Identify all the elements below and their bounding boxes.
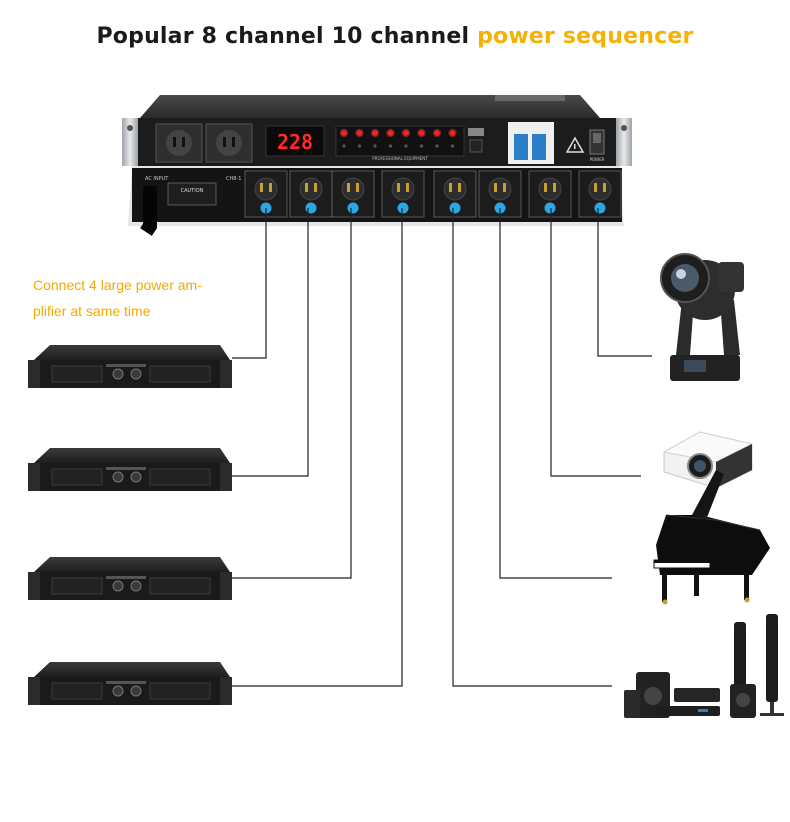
moving-head-stage-light: [660, 253, 744, 381]
rear-sockets: [244, 170, 622, 218]
wire-channel-6: [499, 208, 612, 579]
caption-line-1: Connect 4 large power am-: [33, 277, 202, 293]
channel-led-4: [386, 128, 395, 148]
socket-connector-dot: [305, 202, 317, 214]
channel-led-7: [432, 128, 442, 148]
rear-socket-6: [478, 170, 522, 218]
home-theater-speaker-system: [624, 614, 784, 718]
channel-led-3: [370, 128, 380, 148]
rack-ear-right: [616, 118, 632, 166]
warning-icon: [565, 136, 585, 153]
title-main: Popular 8 channel 10 channel: [96, 24, 478, 49]
title-highlight: power sequencer: [477, 24, 694, 49]
front-socket-1: [155, 123, 203, 163]
socket-connector-dot: [544, 202, 556, 214]
power-amplifier-2: [28, 448, 232, 491]
channel-led-5: [401, 128, 411, 148]
ac-input-cable: [140, 186, 157, 236]
breaker-switch-2: [532, 134, 546, 160]
wires: [232, 208, 652, 687]
wire-channel-5: [452, 208, 612, 687]
rear-socket-7: [528, 170, 572, 218]
channel-led-1: [339, 128, 349, 148]
wire-channel-8: [597, 208, 652, 357]
channel-led-8: [448, 128, 457, 148]
amplifiers: [28, 345, 232, 705]
socket-connector-dot: [449, 202, 461, 214]
channel-indicators: [339, 128, 457, 148]
socket-connector-dot: [594, 202, 606, 214]
front-socket-2: [205, 123, 253, 163]
page-title: Popular 8 channel 10 channel power seque…: [0, 24, 790, 49]
power-amplifier-3: [28, 557, 232, 600]
wire-channel-3: [232, 208, 352, 579]
caption: Connect 4 large power am- plifier at sam…: [33, 272, 253, 324]
rear-socket-2: [289, 170, 333, 218]
channel-led-6: [417, 128, 426, 148]
caution-plate: [167, 182, 217, 206]
sequencer-top-lid: [140, 95, 600, 118]
grand-piano: [653, 470, 770, 605]
power-sequencer: 228 PROFESSIONAL EQUIPMENT POWER AC INPU…: [122, 95, 632, 236]
rear-socket-3: [331, 170, 375, 218]
caption-line-2: plifier at same time: [33, 303, 151, 319]
wire-channel-7: [550, 208, 641, 477]
ac-input-label: AC INPUT: [145, 176, 169, 182]
channel-label: CH8-1: [226, 176, 241, 182]
power-label: POWER: [590, 157, 605, 162]
front-brand-label: PROFESSIONAL EQUIPMENT: [372, 156, 428, 161]
wire-channel-2: [232, 208, 309, 477]
wire-channel-1: [232, 208, 267, 359]
rear-socket-8: [578, 170, 622, 218]
rear-socket-4: [381, 170, 425, 218]
power-amplifier-1: [28, 345, 232, 388]
wire-channel-4: [232, 208, 403, 687]
indicator-strip: [335, 125, 465, 157]
rear-socket-5: [433, 170, 477, 218]
caution-label: CAUTION: [181, 188, 204, 194]
voltage-display: [265, 125, 325, 157]
breaker-switch-1: [514, 134, 528, 160]
socket-connector-dot: [347, 202, 359, 214]
rack-ear-left: [122, 118, 138, 166]
power-amplifier-4: [28, 662, 232, 705]
socket-connector-dot: [397, 202, 409, 214]
channel-led-2: [355, 128, 364, 148]
voltage-readout: 228: [277, 130, 313, 154]
projector: [662, 431, 754, 489]
usb-port: [468, 128, 484, 136]
